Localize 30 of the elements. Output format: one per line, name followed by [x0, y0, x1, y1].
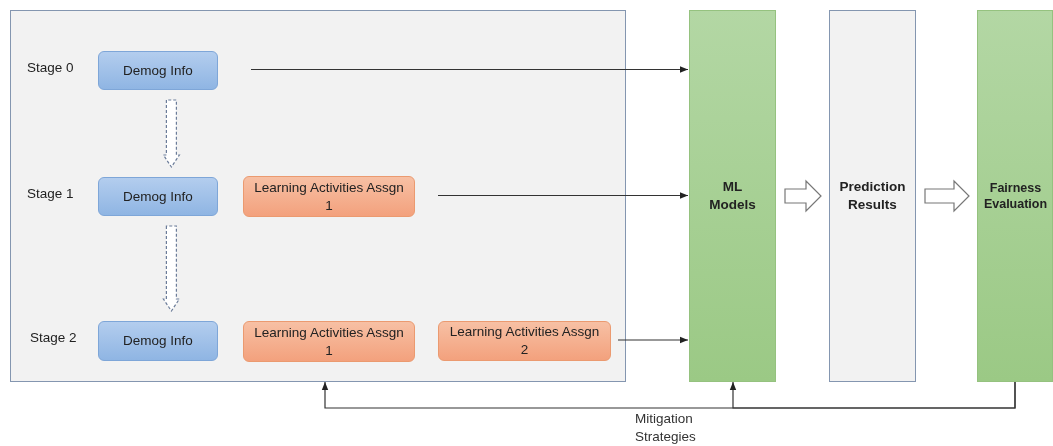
stage-label: Stage 1: [27, 186, 74, 201]
box-label: Demog Info: [122, 61, 194, 80]
stage-column: [829, 10, 916, 382]
process-box: [243, 321, 415, 362]
process-box: [98, 321, 218, 361]
process-box: [98, 177, 218, 216]
arrow: [729, 381, 1016, 409]
block-arrow: [924, 179, 970, 213]
box-label: Demog Info: [122, 187, 194, 206]
process-box: [243, 176, 415, 217]
stage-column: [689, 10, 776, 382]
box-label: Learning Activities Assgn 1: [253, 178, 405, 215]
box-label: ML Models: [708, 178, 757, 214]
box-label: Learning Activities Assgn 2: [448, 323, 601, 359]
stage-column: [977, 10, 1053, 382]
arrow: [437, 192, 689, 199]
stage-label: Stage 2: [30, 330, 77, 345]
process-box: [438, 321, 611, 361]
stage-label: Stage 0: [27, 60, 74, 75]
panel-background: [10, 10, 626, 382]
box-label: Learning Activities Assgn 1: [253, 323, 405, 360]
arrow: [617, 336, 689, 344]
box-label: Demog Info: [122, 332, 194, 350]
block-arrow: [784, 179, 822, 213]
process-box: [98, 51, 218, 90]
box-label: Prediction Results: [838, 178, 907, 214]
block-arrow: [162, 225, 181, 313]
block-arrow: [162, 99, 181, 169]
box-label: Fairness Evaluation: [982, 179, 1049, 213]
arrow: [250, 66, 689, 73]
